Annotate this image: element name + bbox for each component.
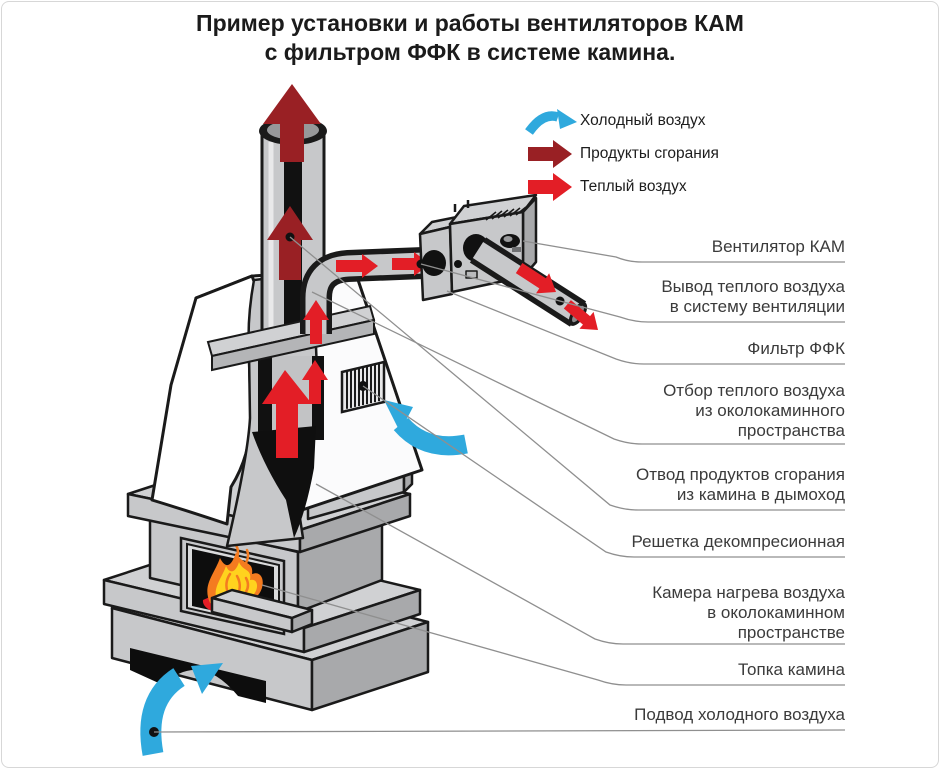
- callout-fan: Вентилятор КАМ: [545, 237, 845, 257]
- callout-combustion-outlet: Отвод продуктов сгорания из камина в дым…: [545, 465, 845, 505]
- callout-line-warm-air-outlet: [420, 263, 845, 323]
- callout-heating-chamber-line1: Камера нагрева воздуха: [652, 583, 845, 602]
- legend-icons: [525, 109, 577, 201]
- cold-air-arrow-base: [140, 663, 223, 756]
- title-line-2: с фильтром ФФК в системе камина.: [264, 39, 676, 65]
- filter-ffk: [418, 214, 464, 302]
- outlet-warm-air-arrows: [515, 263, 598, 330]
- callout-warm-air-intake: Отбор теплого воздуха из околокаминного …: [545, 381, 845, 441]
- callout-firebox-label: Топка камина: [738, 660, 845, 679]
- title-line-1: Пример установки и работы вентиляторов К…: [196, 10, 744, 36]
- page-title: Пример установки и работы вентиляторов К…: [0, 9, 940, 67]
- cold-air-opening: [130, 648, 266, 703]
- callout-warm-air-outlet-line2: в систему вентиляции: [669, 297, 845, 316]
- legend-label-combustion: Продукты сгорания: [580, 145, 719, 162]
- callout-heating-chamber-line2: в околокаминном: [707, 603, 845, 622]
- callout-firebox: Топка камина: [545, 660, 845, 680]
- callout-cold-air-supply: Подвод холодного воздуха: [545, 705, 845, 725]
- callout-cold-air-supply-label: Подвод холодного воздуха: [634, 705, 845, 724]
- cold-air-arrow-icon: [525, 109, 577, 135]
- warm-air-arrow-icon: [528, 173, 572, 201]
- cold-air-arrow-grille: [384, 400, 468, 456]
- legend-label-cold-air: Холодный воздух: [580, 112, 706, 129]
- callout-line-fan: [522, 240, 845, 263]
- callout-warm-air-outlet-line1: Вывод теплого воздуха: [661, 277, 845, 296]
- callout-heating-chamber: Камера нагрева воздуха в околокаминном п…: [545, 583, 845, 643]
- callout-warm-air-intake-line1: Отбор теплого воздуха: [663, 381, 845, 400]
- callout-combustion-outlet-line1: Отвод продуктов сгорания: [636, 465, 845, 484]
- callout-grille: Решетка декомпресионная: [545, 532, 846, 552]
- fan-vent-slats: [485, 206, 527, 221]
- callout-lines: [153, 236, 846, 733]
- callout-heating-chamber-line3: пространстве: [737, 623, 845, 642]
- callout-line-warm-air-intake: [311, 291, 845, 445]
- callout-line-heating-chamber: [315, 483, 845, 645]
- callout-line-grille: [362, 385, 845, 558]
- callout-filter: Фильтр ФФК: [545, 339, 845, 359]
- combustion-products-arrow-icon: [528, 140, 572, 168]
- callout-grille-label: Решетка декомпресионная: [631, 532, 846, 551]
- callout-line-firebox: [261, 584, 845, 686]
- callout-line-combustion-outlet: [289, 236, 845, 511]
- callout-filter-label: Фильтр ФФК: [747, 339, 845, 358]
- hood-warm-air-arrows: [262, 360, 328, 458]
- callout-line-filter: [446, 290, 845, 365]
- legend-label-warm-air: Теплый воздух: [580, 178, 687, 195]
- callout-warm-air-intake-line2: из околокаминного: [695, 401, 845, 420]
- combustion-arrows: [263, 84, 321, 280]
- callout-warm-air-outlet: Вывод теплого воздуха в систему вентиляц…: [545, 277, 845, 317]
- callout-fan-label: Вентилятор КАМ: [711, 237, 845, 256]
- callout-warm-air-intake-line3: пространства: [737, 421, 845, 440]
- callout-combustion-outlet-line2: из камина в дымоход: [676, 485, 845, 504]
- callout-line-cold-air-supply: [153, 729, 846, 733]
